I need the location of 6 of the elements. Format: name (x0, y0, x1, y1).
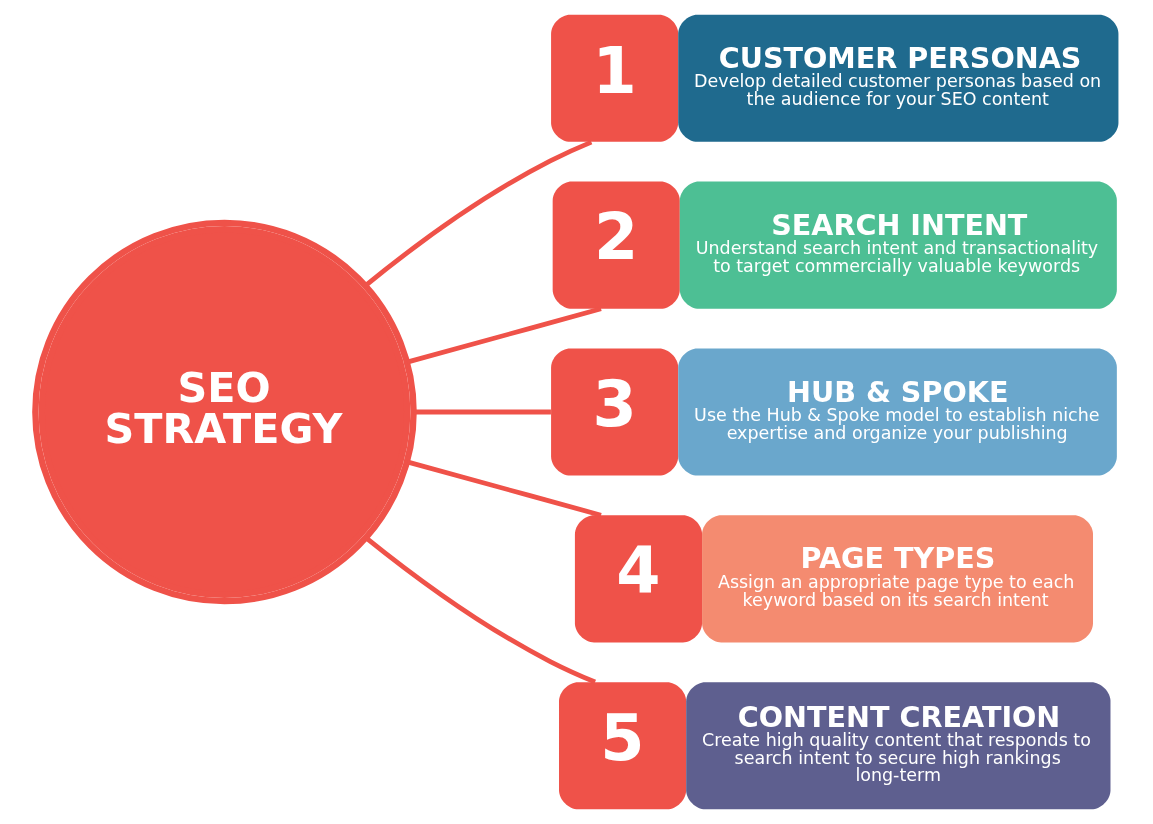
connector (413, 409, 551, 415)
connector (364, 139, 593, 288)
connector (406, 306, 602, 365)
connector (406, 459, 602, 518)
connector (364, 535, 596, 685)
node-circle: SEO STRATEGY (32, 219, 417, 605)
